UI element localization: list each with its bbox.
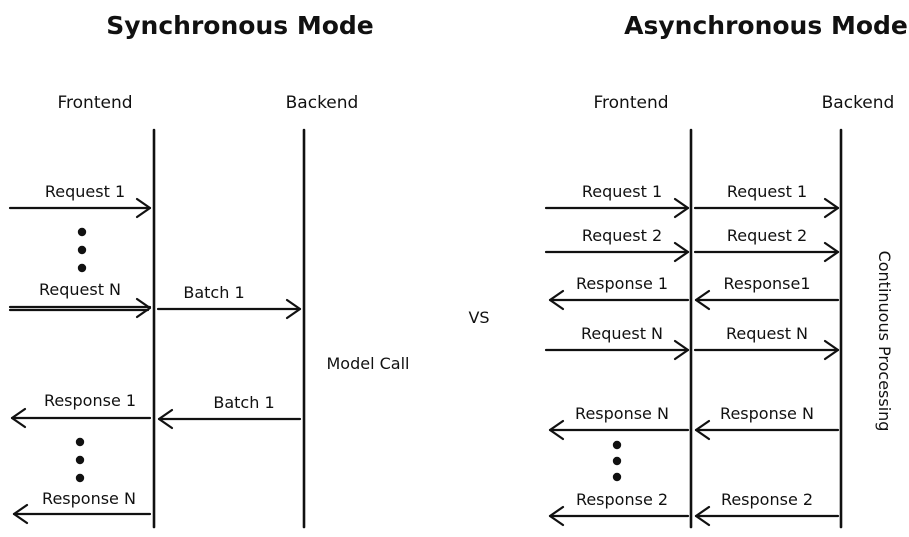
async-left-label: Response 1 xyxy=(576,274,668,293)
async-right-arrow xyxy=(694,505,840,527)
async-left-arrow xyxy=(544,241,690,263)
sync-batch-out-label: Batch 1 xyxy=(183,283,244,302)
sync-response-ellipsis-dot xyxy=(75,455,85,465)
sync-request-last-label: Request N xyxy=(39,280,121,299)
async-left-arrow xyxy=(544,197,690,219)
vs-label: VS xyxy=(468,308,489,327)
sync-batch-in-label: Batch 1 xyxy=(213,393,274,412)
async-left-arrow xyxy=(544,339,690,361)
sync-response-last-label: Response N xyxy=(42,489,136,508)
async-left-label: Response N xyxy=(575,404,669,423)
async-right-arrow xyxy=(693,197,840,219)
async-backend-label: Backend xyxy=(822,93,895,113)
sync-request-ellipsis-dot xyxy=(77,245,87,255)
async-right-label: Request 1 xyxy=(727,182,807,201)
async-left-label: Response 2 xyxy=(576,490,668,509)
sync-batch-out-arrow xyxy=(156,298,302,320)
async-right-label: Response N xyxy=(720,404,814,423)
async-left-arrow xyxy=(548,289,690,311)
sync-request-last-arrow xyxy=(8,297,152,319)
sync-title: Synchronous Mode xyxy=(106,11,373,40)
async-left-label: Request N xyxy=(581,324,663,343)
async-right-label: Response 2 xyxy=(721,490,813,509)
async-right-arrow xyxy=(694,289,840,311)
async-right-arrow xyxy=(694,419,840,441)
sync-request-first-label: Request 1 xyxy=(45,182,125,201)
sync-response-first-label: Response 1 xyxy=(44,391,136,410)
async-title: Asynchronous Mode xyxy=(624,11,908,40)
async-right-label: Request N xyxy=(726,324,808,343)
async-rows: Request 1 Request 1 Request 2 Request 2 Resp… xyxy=(544,182,840,527)
async-right-label: Response1 xyxy=(723,274,810,293)
async-processing-label: Continuous Processing xyxy=(875,251,894,432)
sync-response-last-arrow xyxy=(12,503,152,525)
async-frontend-label: Frontend xyxy=(593,93,668,113)
sync-response-ellipsis-dot xyxy=(75,473,85,483)
async-ellipsis-dot xyxy=(612,440,622,450)
async-right-arrow xyxy=(693,339,840,361)
async-right-arrow xyxy=(693,241,840,263)
async-left-label: Request 2 xyxy=(582,226,662,245)
sync-response-first-arrow xyxy=(10,407,152,429)
sync-model-call-label: Model Call xyxy=(327,354,410,373)
async-left-arrow xyxy=(548,419,690,441)
async-left-arrow xyxy=(548,505,690,527)
sync-batch-in-arrow xyxy=(157,408,302,430)
sync-request-ellipsis-dot xyxy=(77,263,87,273)
async-left-label: Request 1 xyxy=(582,182,662,201)
async-right-label: Request 2 xyxy=(727,226,807,245)
sync-request-first-arrow xyxy=(8,197,152,219)
sync-request-ellipsis-dot xyxy=(77,227,87,237)
async-ellipsis-dot xyxy=(612,472,622,482)
async-ellipsis-dot xyxy=(612,456,622,466)
sync-backend-label: Backend xyxy=(286,93,359,113)
sync-frontend-label: Frontend xyxy=(57,93,132,113)
sync-response-ellipsis-dot xyxy=(75,437,85,447)
